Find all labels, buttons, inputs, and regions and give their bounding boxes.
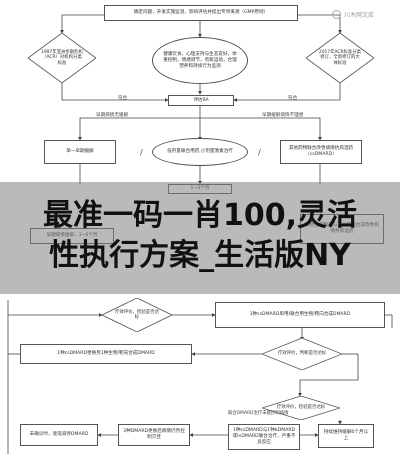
left-criteria-diamond: 1997年亚洲金融危机（ACR）对机构分类标准	[28, 33, 96, 83]
watermark-logo-icon	[332, 10, 341, 19]
csdmard-switch-box: 1种csDMARD更换另1种生物/靶向合成DMARD	[20, 344, 192, 364]
branch-left-label: 早期病情无缓解	[96, 113, 129, 118]
branch-right-label: 早期缓解病情不理想	[262, 113, 304, 118]
low-dose-therapy-ellipse: 低剂量联合用药,小剂量激素治疗	[152, 138, 248, 166]
csdmard-single-or-combined-box: 1种csDMARD单用/联合用生物/靶向合成DMARD	[215, 302, 385, 328]
combined-dmard-adverse-box: 1种csDMARD与1种bDMARD或tsDMARD联合治疗，严重不良反应	[228, 424, 300, 450]
separator-right: /	[258, 148, 261, 157]
csdmard-combination-box: 其他药物联合改善病情抗风湿药（csDMARD）	[280, 140, 362, 164]
left-criteria-text: 1997年亚洲金融危机（ACR）对机构分类标准	[41, 49, 83, 66]
efficacy-eval-diamond-2: 疗效评价，判断是否达标	[262, 338, 342, 370]
efficacy-eval-text-3: 疗效评价，检验是否达标	[276, 405, 326, 411]
right-criteria-text: 2017年ACR标准分类修订，全新修订的大体标准	[318, 49, 362, 66]
early-remission-box: 单一早期缓解	[44, 140, 116, 164]
sustained-remission-box: 持续维持缓解6个月以上	[318, 424, 374, 448]
eval-ra-box: 评估RA	[168, 95, 234, 106]
right-criteria-diamond: 2017年ACR标准分类修订，全新修订的大体标准	[306, 33, 374, 83]
efficacy-eval-diamond-3: 疗效评价，检验是否达标	[262, 396, 340, 420]
efficacy-eval-diamond-1: 疗效评价，检验是否达标	[102, 298, 172, 332]
overlay-banner	[0, 182, 400, 294]
taper-dmard-box: 未确诊时，逐渐减停DMARD	[20, 424, 98, 446]
left-match-label: 符合	[118, 96, 128, 101]
separator-left: /	[140, 148, 143, 157]
efficacy-eval-text-1: 疗效评价，检验是否达标	[115, 309, 159, 321]
banner-title-line-1: 最准一码一肖100,灵活	[42, 198, 358, 233]
top-process-box: 确定问题，开发实施监测，影响评估并提出专项来源（GMP原则）	[104, 5, 298, 21]
watermark-text: 川木网文库	[344, 12, 375, 19]
uncontrolled-label: 联合DMARD治疗未能控制病情	[228, 411, 289, 416]
lifestyle-ellipse: 健康饮食，心理支持与生态友好，体重控制，情绪调节，有氧运动，合理营养和持续行为监…	[152, 37, 248, 84]
right-match-label: 符合	[288, 96, 298, 101]
efficacy-eval-text-2: 疗效评价，判断是否达标	[277, 351, 327, 357]
dmard-switch-poor-control-box: 3种DMARD更换后病情仍然控制欠佳	[118, 424, 190, 446]
banner-title-line-2: 性执行方案_生活版NY	[49, 238, 351, 273]
watermark: 川木网文库	[332, 10, 374, 19]
